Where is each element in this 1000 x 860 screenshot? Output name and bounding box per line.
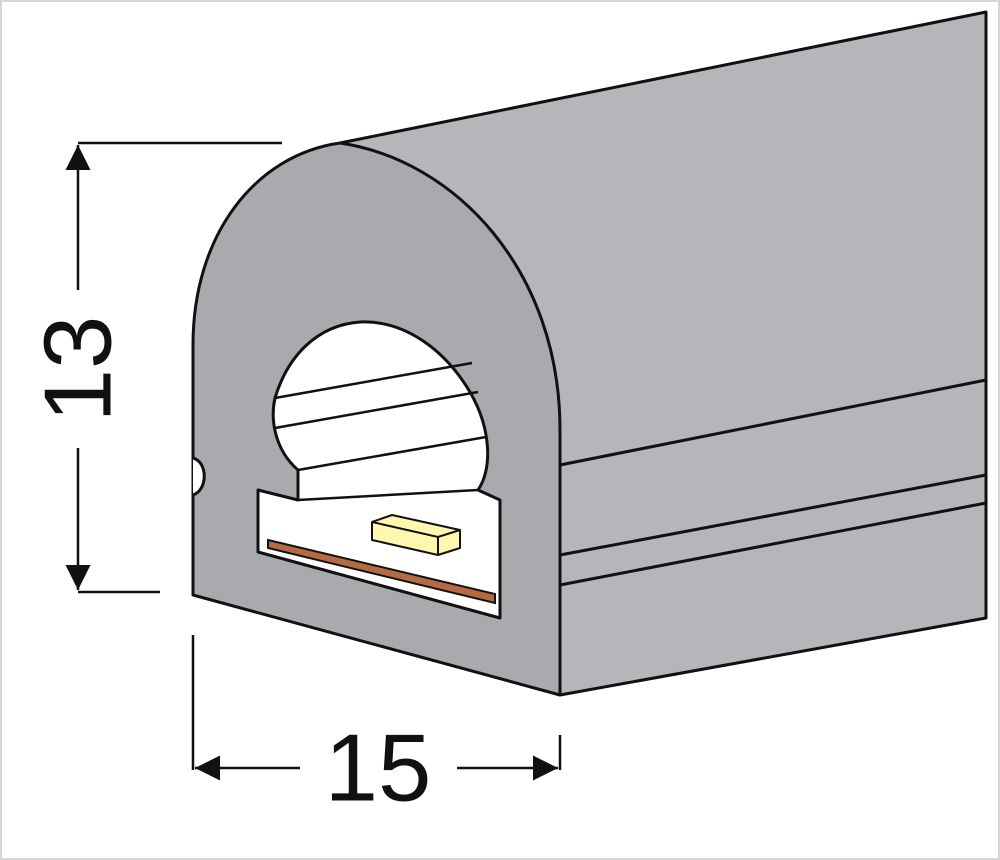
width-dimension-label: 15 — [325, 715, 432, 822]
cavity-dome-line-2 — [274, 390, 479, 430]
cavity-dome-line-1 — [274, 361, 473, 400]
housing-side-seam-top — [559, 378, 987, 467]
housing-side-groove-upper — [559, 473, 987, 557]
cavity-dome-line-4 — [297, 488, 479, 502]
pcb-strip — [267, 538, 496, 605]
housing-side-groove-lower — [559, 501, 987, 587]
housing-left-notch — [192, 456, 206, 497]
height-dimension-label: 13 — [25, 316, 132, 423]
cavity-dome-line-3 — [297, 435, 487, 472]
